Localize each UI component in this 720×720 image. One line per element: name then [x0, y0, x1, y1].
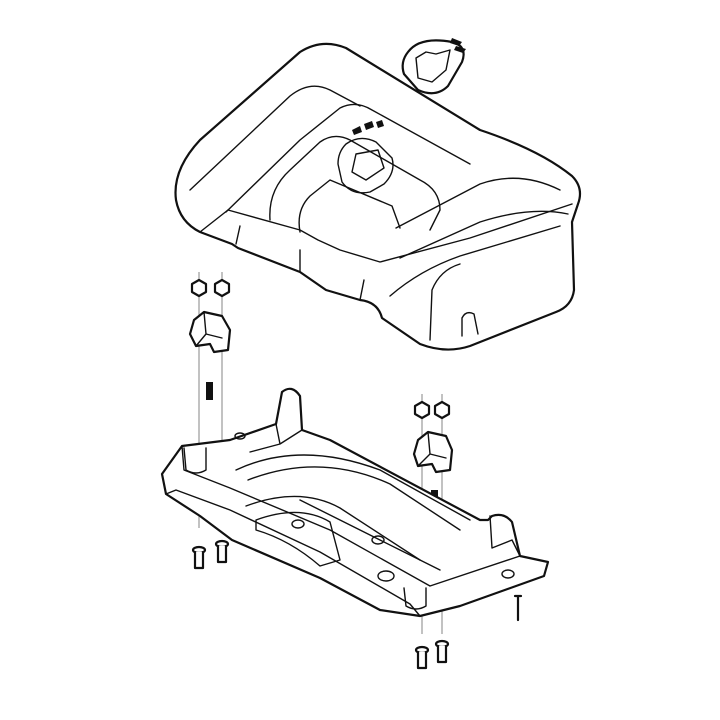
chassis-base [160, 387, 550, 618]
bolts [191, 539, 523, 670]
brackets [188, 310, 454, 474]
logo-badge [401, 38, 466, 95]
nuts [190, 278, 451, 420]
top-cover [174, 42, 582, 351]
